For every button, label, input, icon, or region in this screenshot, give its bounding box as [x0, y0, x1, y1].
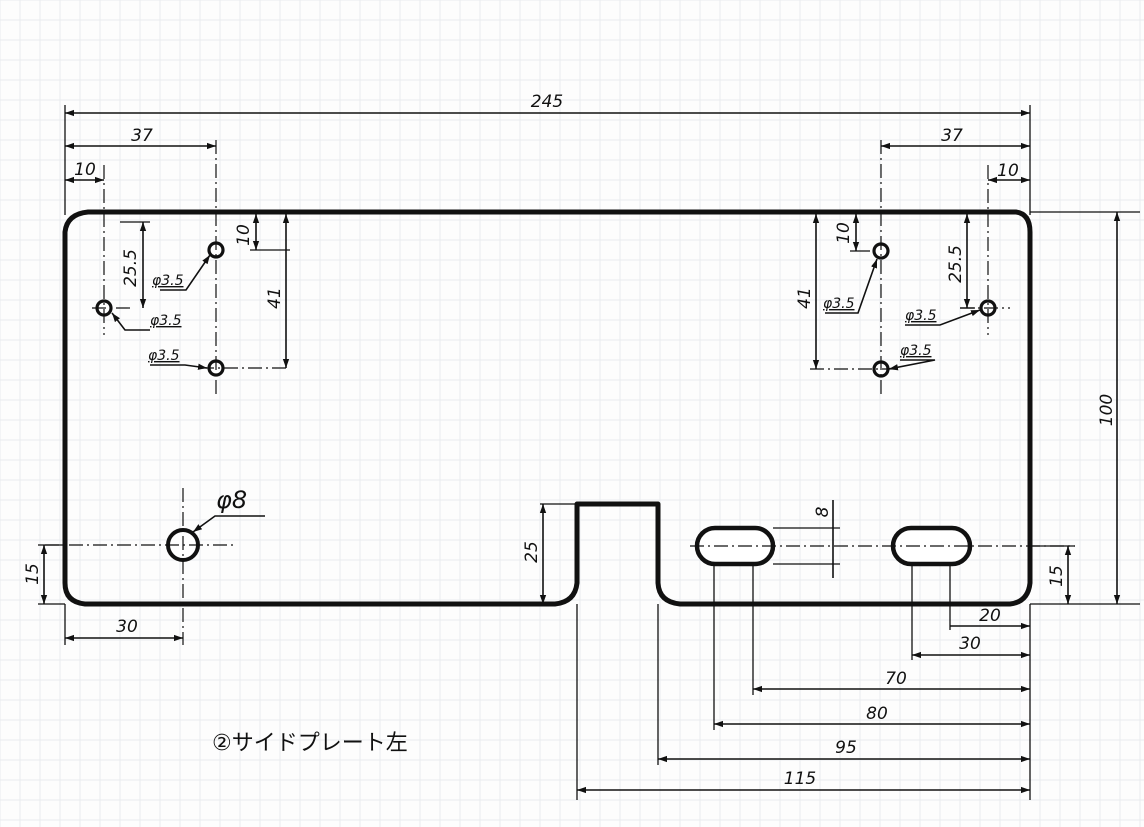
dim-right-v-25-5: 25.5	[946, 245, 966, 283]
drawing-title: ②サイドプレート左	[212, 731, 408, 756]
dim-b-115: 115	[784, 769, 816, 789]
dim-b-20: 20	[979, 606, 1001, 626]
dim-right-v-41: 41	[795, 287, 815, 309]
dim-b-30: 30	[959, 634, 981, 654]
dim-left-v-25-5: 25.5	[121, 249, 141, 287]
extension-lines	[38, 105, 1140, 800]
center-lines	[45, 140, 1075, 645]
dim-b-80: 80	[866, 704, 888, 724]
dim-right-10: 10	[997, 161, 1019, 181]
dim-notch-25: 25	[522, 541, 542, 563]
callout-left-bot: φ3.5	[148, 348, 180, 364]
callout-left-top: φ3.5	[152, 273, 184, 289]
callout-right-top: φ3.5	[823, 296, 855, 312]
dim-left-v-41: 41	[265, 287, 285, 309]
leader-lines	[111, 254, 981, 533]
dim-slot-8: 8	[813, 506, 833, 517]
dimension-labels: 245 37 10 37 10 100 10 25.5 41 10 25.5 4…	[23, 92, 1117, 789]
dim-right-15: 15	[1047, 565, 1067, 587]
dim-b-70: 70	[885, 669, 907, 689]
dim-100: 100	[1097, 394, 1117, 426]
dim-left-15: 15	[23, 563, 43, 585]
hole-callouts: φ3.5 φ3.5 φ3.5 φ3.5 φ3.5 φ3.5 φ8	[148, 273, 937, 514]
dim-left-37: 37	[131, 126, 153, 146]
dim-left-v-10: 10	[234, 224, 254, 246]
callout-left-mid: φ3.5	[150, 313, 182, 329]
callout-big-hole: φ8	[216, 486, 247, 514]
dim-right-v-10: 10	[834, 222, 854, 244]
callout-right-mid: φ3.5	[905, 308, 937, 324]
dim-left-10: 10	[74, 160, 96, 180]
dim-b-95: 95	[835, 738, 857, 758]
plate-outline	[62, 209, 1033, 607]
dimension-lines	[40, 109, 1121, 794]
callout-right-bot: φ3.5	[900, 343, 932, 359]
dim-left-30: 30	[116, 617, 138, 637]
dim-245: 245	[531, 92, 563, 112]
dim-right-37: 37	[941, 126, 963, 146]
